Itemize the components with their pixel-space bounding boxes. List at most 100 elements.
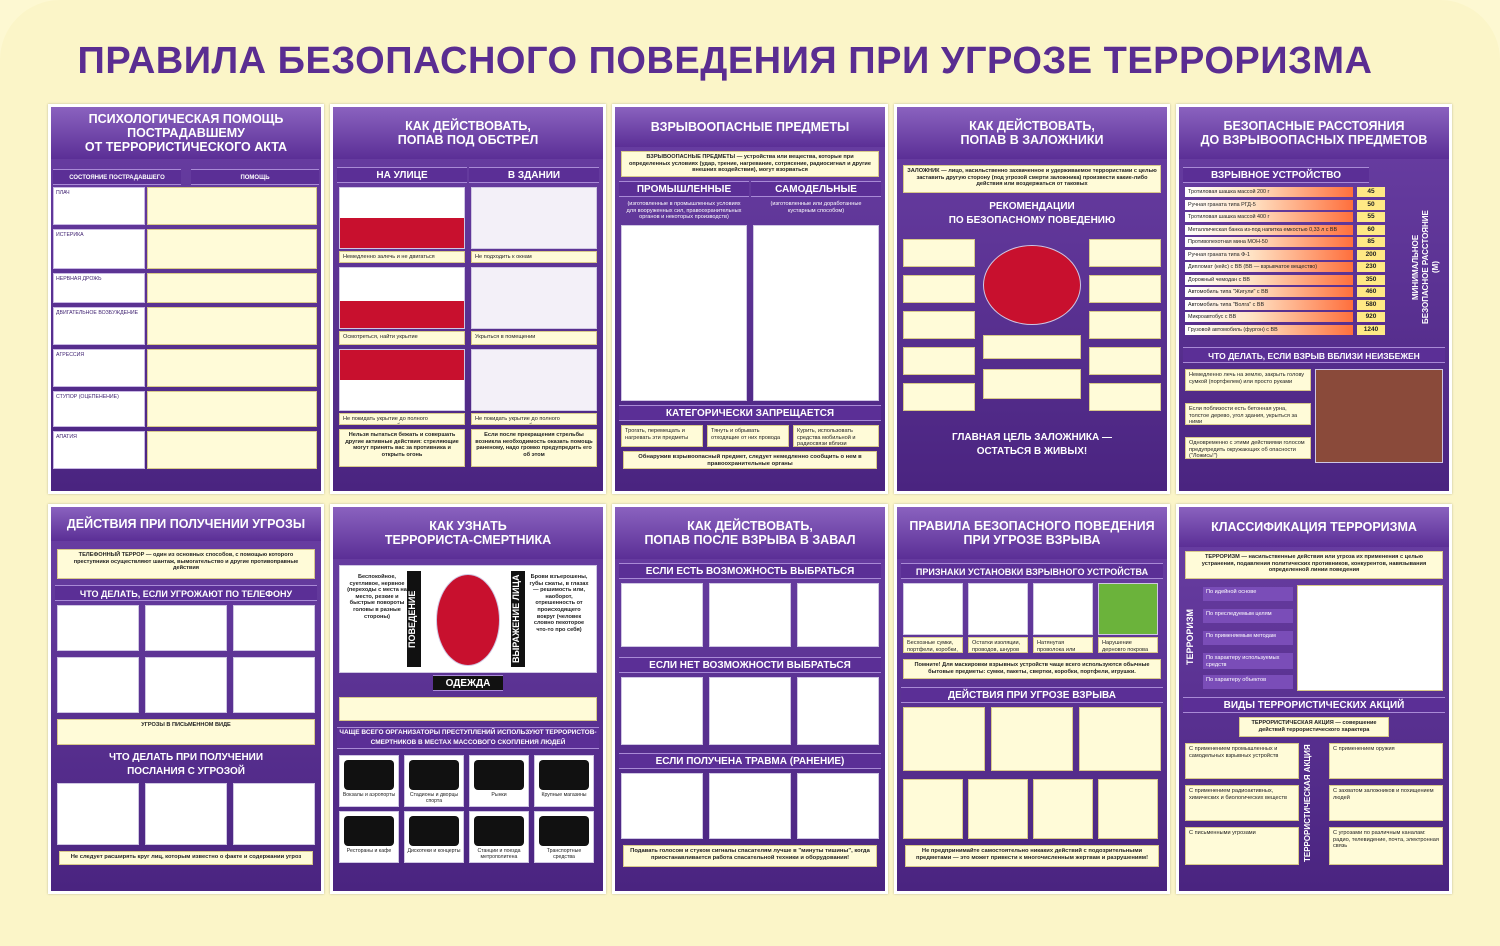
place-caption: Рестораны и кафе [346, 848, 392, 854]
definition: ТЕРРОРИЗМ — насильственные действия или … [1185, 551, 1443, 579]
rule-box [1089, 383, 1161, 411]
building-illustration [471, 187, 597, 249]
rule-box [983, 369, 1081, 399]
sign-illustration [1098, 583, 1158, 635]
distance-value: 460 [1357, 287, 1385, 297]
letter-illustration [145, 783, 227, 845]
rubble-sub: ЕСЛИ ПОЛУЧЕНА ТРАВМА (РАНЕНИЕ) [619, 753, 881, 769]
group-industrial: ПРОМЫШЛЕННЫЕ [619, 181, 749, 197]
distance-value: 200 [1357, 249, 1385, 260]
tab-street: НА УЛИЦЕ [337, 167, 467, 183]
distance-item-name: Ручная граната типа Ф-1 [1185, 249, 1353, 260]
crowd-place: Дискотеки и концерты [404, 811, 464, 863]
panel-title: ДЕЙСТВИЯ ПРИ ПОЛУЧЕНИИ УГРОЗЫ [51, 507, 321, 541]
crowd-silhouette [344, 816, 394, 846]
homemade-items [753, 225, 879, 401]
tip: Одновременно с этими действиями голосом … [1185, 437, 1311, 459]
panel-title: КАК ДЕЙСТВОВАТЬ, ПОПАВ ПОСЛЕ ВЗРЫВА В ЗА… [615, 507, 885, 559]
tip-illustration [233, 657, 315, 713]
distance-value: 50 [1357, 199, 1385, 210]
rubble-sub: ЕСЛИ ЕСТЬ ВОЗМОЖНОСТЬ ВЫБРАТЬСЯ [619, 563, 881, 579]
panel-title: БЕЗОПАСНЫЕ РАССТОЯНИЯ ДО ВЗРЫВООПАСНЫХ П… [1179, 107, 1449, 159]
action-box [1098, 779, 1158, 839]
forbidden-item: Курить, использовать средства мобильной … [793, 425, 879, 447]
caption: Немедленно залечь и не двигаться [339, 251, 465, 263]
rule-box [903, 311, 975, 339]
crowd-silhouette [409, 816, 459, 846]
letter-sub: ЧТО ДЕЛАТЬ ПРИ ПОЛУЧЕНИИ ПОСЛАНИЯ С УГРО… [108, 752, 264, 777]
hostage-illustration [983, 245, 1081, 325]
rubble-sub: ЕСЛИ НЕТ ВОЗМОЖНОСТИ ВЫБРАТЬСЯ [619, 657, 881, 673]
written-threats: УГРОЗЫ В ПИСЬМЕННОМ ВИДЕ [57, 719, 315, 745]
distance-value: 85 [1357, 237, 1385, 247]
distance-value: 60 [1357, 224, 1385, 235]
footer-note: Подавать голосом и стуком сигналы спасат… [623, 845, 877, 867]
phone-terror: ТЕЛЕФОННЫЙ ТЕРРОР — один из основных спо… [57, 549, 315, 579]
street-illustration [339, 187, 465, 249]
rule-box [1089, 311, 1161, 339]
help-box [147, 229, 317, 269]
footer-note: Не следует расширять круг лиц, которым и… [59, 851, 313, 865]
note: Если после прекращения стрельбы возникла… [471, 429, 597, 467]
distance-value: 45 [1357, 187, 1385, 197]
tab-building: В ЗДАНИИ [469, 167, 599, 183]
panel-title: ПСИХОЛОГИЧЕСКАЯ ПОМОЩЬ ПОСТРАДАВШЕМУ ОТ … [51, 107, 321, 159]
tip: Немедленно лечь на землю, закрыть голову… [1185, 369, 1311, 391]
place-caption: Стадионы и дворцы спорта [409, 792, 459, 804]
rule-box [1089, 239, 1161, 267]
acts-title: ВИДЫ ТЕРРОРИСТИЧЕСКИХ АКЦИЙ [1183, 697, 1445, 713]
distance-value: 230 [1357, 262, 1385, 272]
panel-explosion-threat: ПРАВИЛА БЕЗОПАСНОГО ПОВЕДЕНИЯ ПРИ УГРОЗЕ… [894, 504, 1170, 894]
rubble-illustration [621, 677, 703, 745]
panel-classification: КЛАССИФИКАЦИЯ ТЕРРОРИЗМА ТЕРРОРИЗМ — нас… [1176, 504, 1452, 894]
rubble-illustration [709, 583, 791, 647]
rule-box [1089, 347, 1161, 375]
state-aggression: АГРЕССИЯ [53, 349, 145, 387]
caption: Осмотреться, найти укрытие [339, 331, 465, 345]
rule-box [983, 335, 1081, 359]
face-label: ВЫРАЖЕНИЕ ЛИЦА [511, 571, 525, 667]
crowd-place: Вокзалы и аэропорты [339, 755, 399, 807]
tip-illustration [233, 605, 315, 651]
act-item: С применением оружия [1329, 743, 1443, 779]
crowd-silhouette [409, 760, 459, 790]
crowd-place: Рынки [469, 755, 529, 807]
street-illustration [339, 349, 465, 411]
panel-rubble: КАК ДЕЙСТВОВАТЬ, ПОПАВ ПОСЛЕ ВЗРЫВА В ЗА… [612, 504, 888, 894]
panel-explosive-items: ВЗРЫВООПАСНЫЕ ПРЕДМЕТЫ ВЗРЫВООПАСНЫЕ ПРЕ… [612, 104, 888, 494]
sign-caption: Остатки изоляции, проводов, шнуров [968, 637, 1028, 653]
state-agitation: ДВИГАТЕЛЬНОЕ ВОЗБУЖДЕНИЕ [53, 307, 145, 345]
help-box [147, 431, 317, 469]
distance-item-name: Автомобиль типа "Волга" с ВВ [1185, 299, 1353, 310]
distance-value: 920 [1357, 312, 1385, 322]
page-title: ПРАВИЛА БЕЗОПАСНОГО ПОВЕДЕНИЯ ПРИ УГРОЗЕ… [77, 40, 1373, 82]
tip-illustration [57, 657, 139, 713]
crowd-silhouette [539, 760, 589, 790]
action-box [1079, 707, 1161, 771]
rubble-illustration [709, 773, 791, 839]
panel-title: ПРАВИЛА БЕЗОПАСНОГО ПОВЕДЕНИЯ ПРИ УГРОЗЕ… [897, 507, 1167, 559]
caption: Не покидать укрытие до полного прекращен… [471, 413, 597, 425]
action-box [968, 779, 1028, 839]
place-caption: Крупные магазины [541, 792, 587, 798]
clothes-text [339, 697, 597, 721]
group-homemade: САМОДЕЛЬНЫЕ [751, 181, 881, 197]
crowd-place: Станции и поезда метрополитена [469, 811, 529, 863]
action-box [991, 707, 1073, 771]
rubble-illustration [797, 583, 879, 647]
crowd-silhouette [474, 760, 524, 790]
tip-illustration [145, 605, 227, 651]
distance-item-name: Автомобиль типа "Жигули" с ВВ [1185, 287, 1353, 297]
forbidden-item: Тянуть и обрывать отходящие от них прово… [707, 425, 789, 447]
rubble-illustration [621, 583, 703, 647]
distance-value: 580 [1357, 299, 1385, 310]
class-list [1297, 585, 1443, 691]
inevitable-title: ЧТО ДЕЛАТЬ, ЕСЛИ ВЗРЫВ ВБЛИЗИ НЕИЗБЕЖЕН [1183, 347, 1445, 363]
actions-title: ДЕЙСТВИЯ ПРИ УГРОЗЕ ВЗРЫВА [901, 687, 1163, 703]
distance-item-name: Дорожный чемодан с ВВ [1185, 274, 1353, 285]
terrorism-vertical: ТЕРРОРИЗМ [1185, 609, 1195, 665]
place-caption: Станции и поезда метрополитена [477, 848, 521, 860]
explosion-illustration [1315, 369, 1443, 463]
distance-item-name: Металлическая банка из-под напитка емкос… [1185, 224, 1353, 235]
device-header: ВЗРЫВНОЕ УСТРОЙСТВО [1183, 167, 1369, 183]
